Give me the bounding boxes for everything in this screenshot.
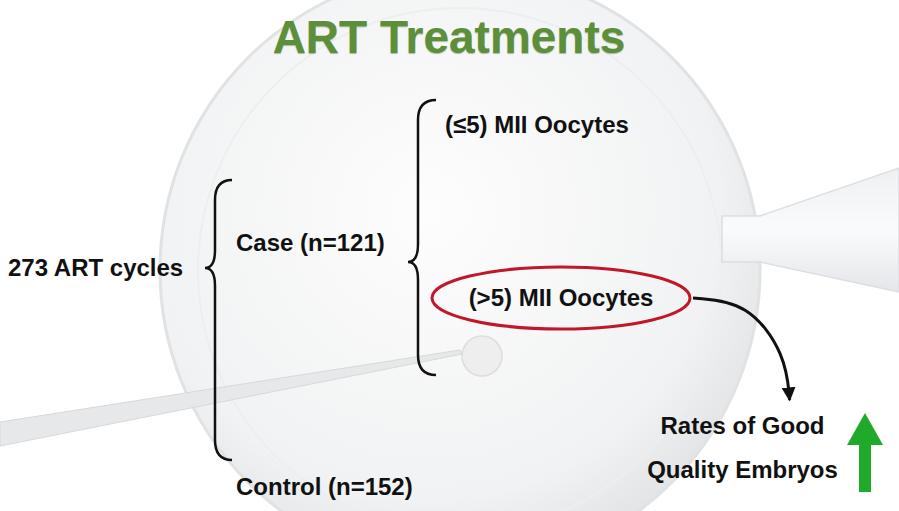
- branch-label: 273 ART cycles: [8, 254, 183, 282]
- injection-needle: [0, 350, 462, 446]
- highlight-ellipse: (>5) MII Oocytes: [430, 265, 692, 331]
- left-brace: [205, 180, 232, 460]
- case-brace: [408, 100, 436, 375]
- result-box: Rates of Good Quality Embryos: [640, 404, 845, 492]
- title: ART Treatments: [273, 10, 626, 64]
- label-box: (≤5) MII Oocytes: [445, 111, 629, 139]
- branch-label: Case (n=121): [236, 229, 385, 257]
- label-box: Control (n=152): [236, 473, 413, 501]
- oocyte-membrane: [198, 8, 722, 511]
- label-box: Case (n=121): [236, 229, 385, 257]
- increase-arrow: [847, 413, 883, 492]
- node-text: (>5) MII Oocytes: [469, 284, 654, 312]
- node-text: Rates of Good Quality Embryos: [640, 404, 845, 492]
- holding-pipette: [722, 168, 899, 292]
- sperm-cell: [462, 336, 502, 376]
- label-box: 273 ART cycles: [8, 254, 183, 282]
- branch-label: (≤5) MII Oocytes: [445, 111, 629, 139]
- branch-label: Control (n=152): [236, 473, 413, 501]
- title-box: ART Treatments: [273, 10, 626, 64]
- curved-arrow: [693, 298, 790, 400]
- ellipse-shape: [432, 267, 690, 329]
